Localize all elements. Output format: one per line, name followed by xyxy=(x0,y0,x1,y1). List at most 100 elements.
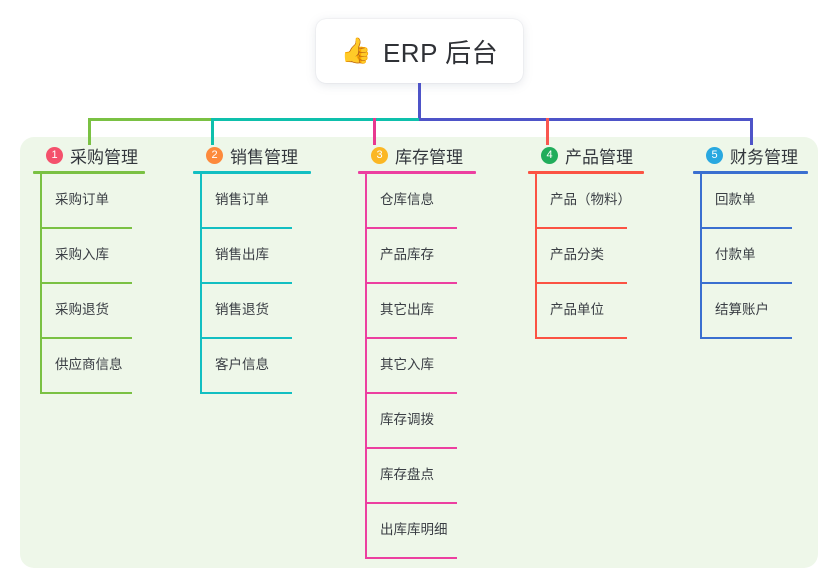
column-items: 产品（物料） 产品分类产品单位 xyxy=(528,174,644,339)
root-stem-connector xyxy=(418,83,421,120)
column-title: 财务管理 xyxy=(730,148,798,167)
column-spine xyxy=(700,174,702,339)
column-header-1[interactable]: 1 采购管理 xyxy=(33,137,145,174)
list-item-label: 其它出库 xyxy=(380,302,434,317)
list-item-label: 结算账户 xyxy=(715,302,769,317)
root-node-erp-backend[interactable]: 👍 ERP 后台 xyxy=(316,19,523,83)
list-item[interactable]: 采购退货 xyxy=(33,284,145,339)
list-item-rule xyxy=(365,337,457,339)
column-spine xyxy=(535,174,537,339)
column-header-rule xyxy=(193,171,311,174)
list-item[interactable]: 产品单位 xyxy=(528,284,644,339)
list-item[interactable]: 回款单 xyxy=(693,174,808,229)
list-item-rule xyxy=(700,227,792,229)
list-item-label: 付款单 xyxy=(715,247,756,262)
root-node-title: ERP 后台 xyxy=(382,37,499,68)
list-item-label: 销售出库 xyxy=(215,247,269,262)
list-item[interactable]: 产品分类 xyxy=(528,229,644,284)
bus-green xyxy=(88,118,212,121)
list-item[interactable]: 供应商信息 xyxy=(33,339,145,394)
column-title: 库存管理 xyxy=(395,148,463,167)
column-header-rule xyxy=(33,171,145,174)
columns-panel xyxy=(20,137,818,568)
list-item-label: 其它入库 xyxy=(380,357,434,372)
list-item-label: 采购入库 xyxy=(55,247,109,262)
column-header-5[interactable]: 5 财务管理 xyxy=(693,137,808,174)
column-items: 回款单付款单结算账户 xyxy=(693,174,808,339)
column-采购管理: 1 采购管理采购订单采购入库采购退货供应商信息 xyxy=(33,137,145,394)
drop-product xyxy=(546,118,549,145)
list-item[interactable]: 产品（物料） xyxy=(528,174,644,229)
column-title: 采购管理 xyxy=(70,148,138,167)
list-item-label: 产品分类 xyxy=(550,247,604,262)
list-item-label: 产品（物料） xyxy=(550,192,631,207)
list-item[interactable]: 库存调拨 xyxy=(358,394,476,449)
column-items: 销售订单销售出库销售退货客户信息 xyxy=(193,174,311,394)
column-badge-4: 4 xyxy=(541,147,558,164)
list-item[interactable]: 采购入库 xyxy=(33,229,145,284)
list-item-label: 产品库存 xyxy=(380,247,434,262)
column-header-rule xyxy=(693,171,808,174)
list-item-rule xyxy=(200,337,292,339)
list-item-label: 库存盘点 xyxy=(380,467,434,482)
drop-sales xyxy=(211,118,214,145)
list-item-rule xyxy=(40,282,132,284)
list-item-label: 采购退货 xyxy=(55,302,109,317)
column-badge-1: 1 xyxy=(46,147,63,164)
list-item[interactable]: 客户信息 xyxy=(193,339,311,394)
column-财务管理: 5 财务管理回款单付款单结算账户 xyxy=(693,137,808,339)
list-item-rule xyxy=(40,227,132,229)
list-item[interactable]: 采购订单 xyxy=(33,174,145,229)
list-item-rule xyxy=(365,392,457,394)
list-item-label: 采购订单 xyxy=(55,192,109,207)
column-spine xyxy=(365,174,367,559)
list-item-label: 销售退货 xyxy=(215,302,269,317)
list-item-label: 供应商信息 xyxy=(55,357,123,372)
column-items: 采购订单采购入库采购退货供应商信息 xyxy=(33,174,145,394)
list-item[interactable]: 付款单 xyxy=(693,229,808,284)
list-item[interactable]: 仓库信息 xyxy=(358,174,476,229)
column-badge-2: 2 xyxy=(206,147,223,164)
list-item[interactable]: 销售出库 xyxy=(193,229,311,284)
list-item[interactable]: 其它出库 xyxy=(358,284,476,339)
list-item[interactable]: 其它入库 xyxy=(358,339,476,394)
list-item-rule xyxy=(40,337,132,339)
list-item[interactable]: 出库库明细 xyxy=(358,504,476,559)
column-header-2[interactable]: 2 销售管理 xyxy=(193,137,311,174)
list-item-label: 仓库信息 xyxy=(380,192,434,207)
list-item[interactable]: 产品库存 xyxy=(358,229,476,284)
list-item-rule xyxy=(200,227,292,229)
list-item-rule xyxy=(365,227,457,229)
list-item-rule xyxy=(535,282,627,284)
list-item[interactable]: 销售订单 xyxy=(193,174,311,229)
list-item-rule xyxy=(200,392,292,394)
column-spine xyxy=(200,174,202,394)
column-header-rule xyxy=(528,171,644,174)
column-title: 销售管理 xyxy=(230,148,298,167)
column-items: 仓库信息产品库存其它出库其它入库库存调拨库存盘点出库库明细 xyxy=(358,174,476,559)
thumbs-up-icon: 👍 xyxy=(340,36,372,65)
list-item-rule xyxy=(40,392,132,394)
drop-purchasing xyxy=(88,118,91,145)
list-item[interactable]: 销售退货 xyxy=(193,284,311,339)
list-item-label: 销售订单 xyxy=(215,192,269,207)
column-badge-5: 5 xyxy=(706,147,723,164)
list-item-label: 库存调拨 xyxy=(380,412,434,427)
drop-finance xyxy=(750,118,753,145)
column-销售管理: 2 销售管理销售订单销售出库销售退货客户信息 xyxy=(193,137,311,394)
list-item-rule xyxy=(700,337,792,339)
drop-inventory xyxy=(373,118,376,145)
bus-teal xyxy=(212,118,419,121)
column-spine xyxy=(40,174,42,394)
list-item-label: 回款单 xyxy=(715,192,756,207)
list-item[interactable]: 库存盘点 xyxy=(358,449,476,504)
list-item-rule xyxy=(365,502,457,504)
list-item-label: 客户信息 xyxy=(215,357,269,372)
list-item[interactable]: 结算账户 xyxy=(693,284,808,339)
list-item-rule xyxy=(200,282,292,284)
list-item-rule xyxy=(365,282,457,284)
